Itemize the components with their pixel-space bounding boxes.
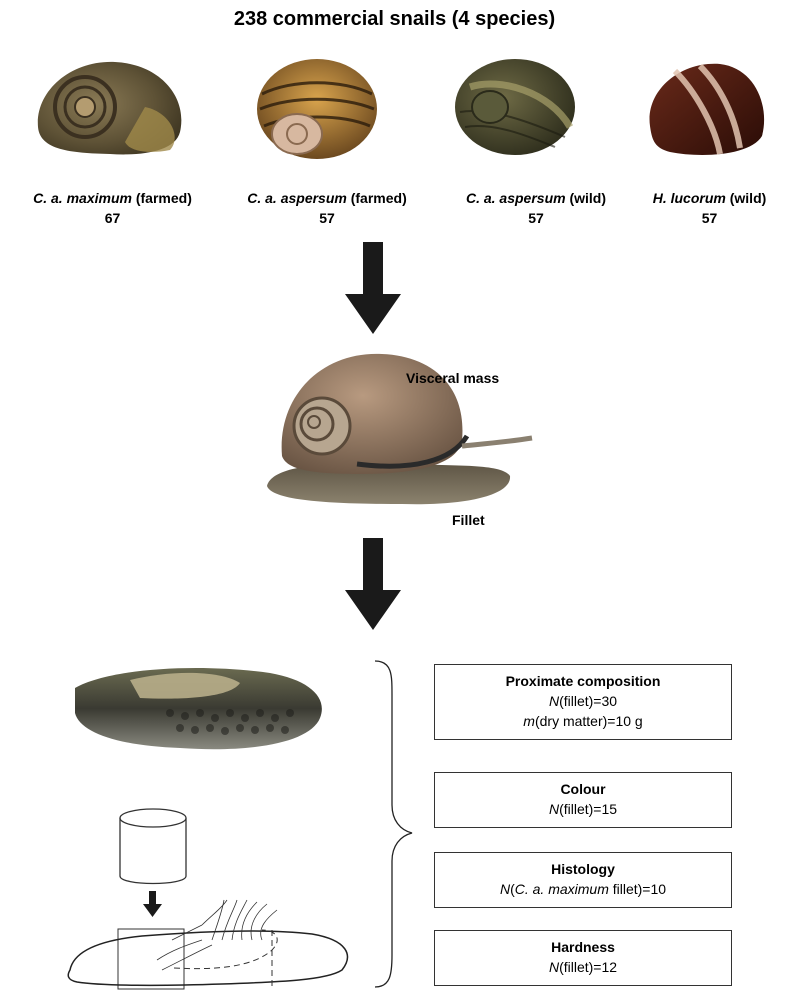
fillet-label: Fillet	[452, 512, 485, 528]
hardness-box: Hardness N(fillet)=12	[434, 930, 732, 986]
sample-size-value: (fillet)=30	[559, 693, 617, 709]
box-title: Histology	[435, 859, 731, 879]
snail-shell-image-4	[640, 56, 770, 161]
species-label-3: C. a. aspersum (wild) 57	[438, 188, 634, 228]
snail-body-image	[262, 346, 542, 526]
species-label-1: C. a. maximum (farmed) 67	[5, 188, 220, 228]
mass-variable: m	[523, 713, 535, 729]
sample-size-variable: N	[549, 959, 559, 975]
proximate-composition-box: Proximate composition N(fillet)=30 m(dry…	[434, 664, 732, 740]
down-arrow-2	[345, 538, 401, 630]
sample-size-variable: N	[549, 801, 559, 817]
visceral-mass-label: Visceral mass	[406, 370, 499, 386]
snail-shell-image-1	[30, 52, 190, 162]
sample-size: N(fillet)=12	[435, 957, 731, 977]
mass-value: m(dry matter)=10 g	[435, 711, 731, 731]
species-label-2: C. a. aspersum (farmed) 57	[218, 188, 436, 228]
species-condition: (farmed)	[136, 190, 192, 206]
box-title: Hardness	[435, 937, 731, 957]
species-count: 57	[438, 208, 634, 228]
grouping-brace	[370, 655, 420, 991]
species-condition: (wild)	[730, 190, 767, 206]
sample-size-value: fillet)=10	[609, 881, 666, 897]
species-count: 57	[632, 208, 787, 228]
sample-size-variable: N	[549, 693, 559, 709]
sample-size: N(C. a. maximum fillet)=10	[435, 879, 731, 899]
snail-shell-image-3	[450, 52, 580, 162]
species-count: 67	[5, 208, 220, 228]
box-title: Colour	[435, 779, 731, 799]
sample-size: N(fillet)=15	[435, 799, 731, 819]
cylinder-probe-icon	[120, 809, 186, 884]
sample-size-value: (fillet)=15	[559, 801, 617, 817]
mass-text: (dry matter)=10 g	[535, 713, 643, 729]
sample-size-species: C. a. maximum	[515, 881, 609, 897]
species-label-4: H. lucorum (wild) 57	[632, 188, 787, 228]
sample-size-variable: N	[500, 881, 510, 897]
species-name: H. lucorum	[653, 190, 726, 206]
species-name: C. a. aspersum	[466, 190, 566, 206]
species-name: C. a. aspersum	[247, 190, 347, 206]
diagram-title: 238 commercial snails (4 species)	[0, 8, 789, 31]
sample-size-value: (fillet)=12	[559, 959, 617, 975]
fillet-image	[70, 658, 332, 756]
box-title: Proximate composition	[435, 671, 731, 691]
hardness-test-diagram	[62, 800, 362, 992]
species-name: C. a. maximum	[33, 190, 132, 206]
sample-size: N(fillet)=30	[435, 691, 731, 711]
species-count: 57	[218, 208, 436, 228]
colour-box: Colour N(fillet)=15	[434, 772, 732, 828]
histology-box: Histology N(C. a. maximum fillet)=10	[434, 852, 732, 908]
snail-shell-image-2	[252, 54, 382, 164]
species-condition: (farmed)	[351, 190, 407, 206]
down-arrow-1	[345, 242, 401, 334]
species-condition: (wild)	[569, 190, 606, 206]
down-arrow-small-icon	[143, 891, 162, 917]
